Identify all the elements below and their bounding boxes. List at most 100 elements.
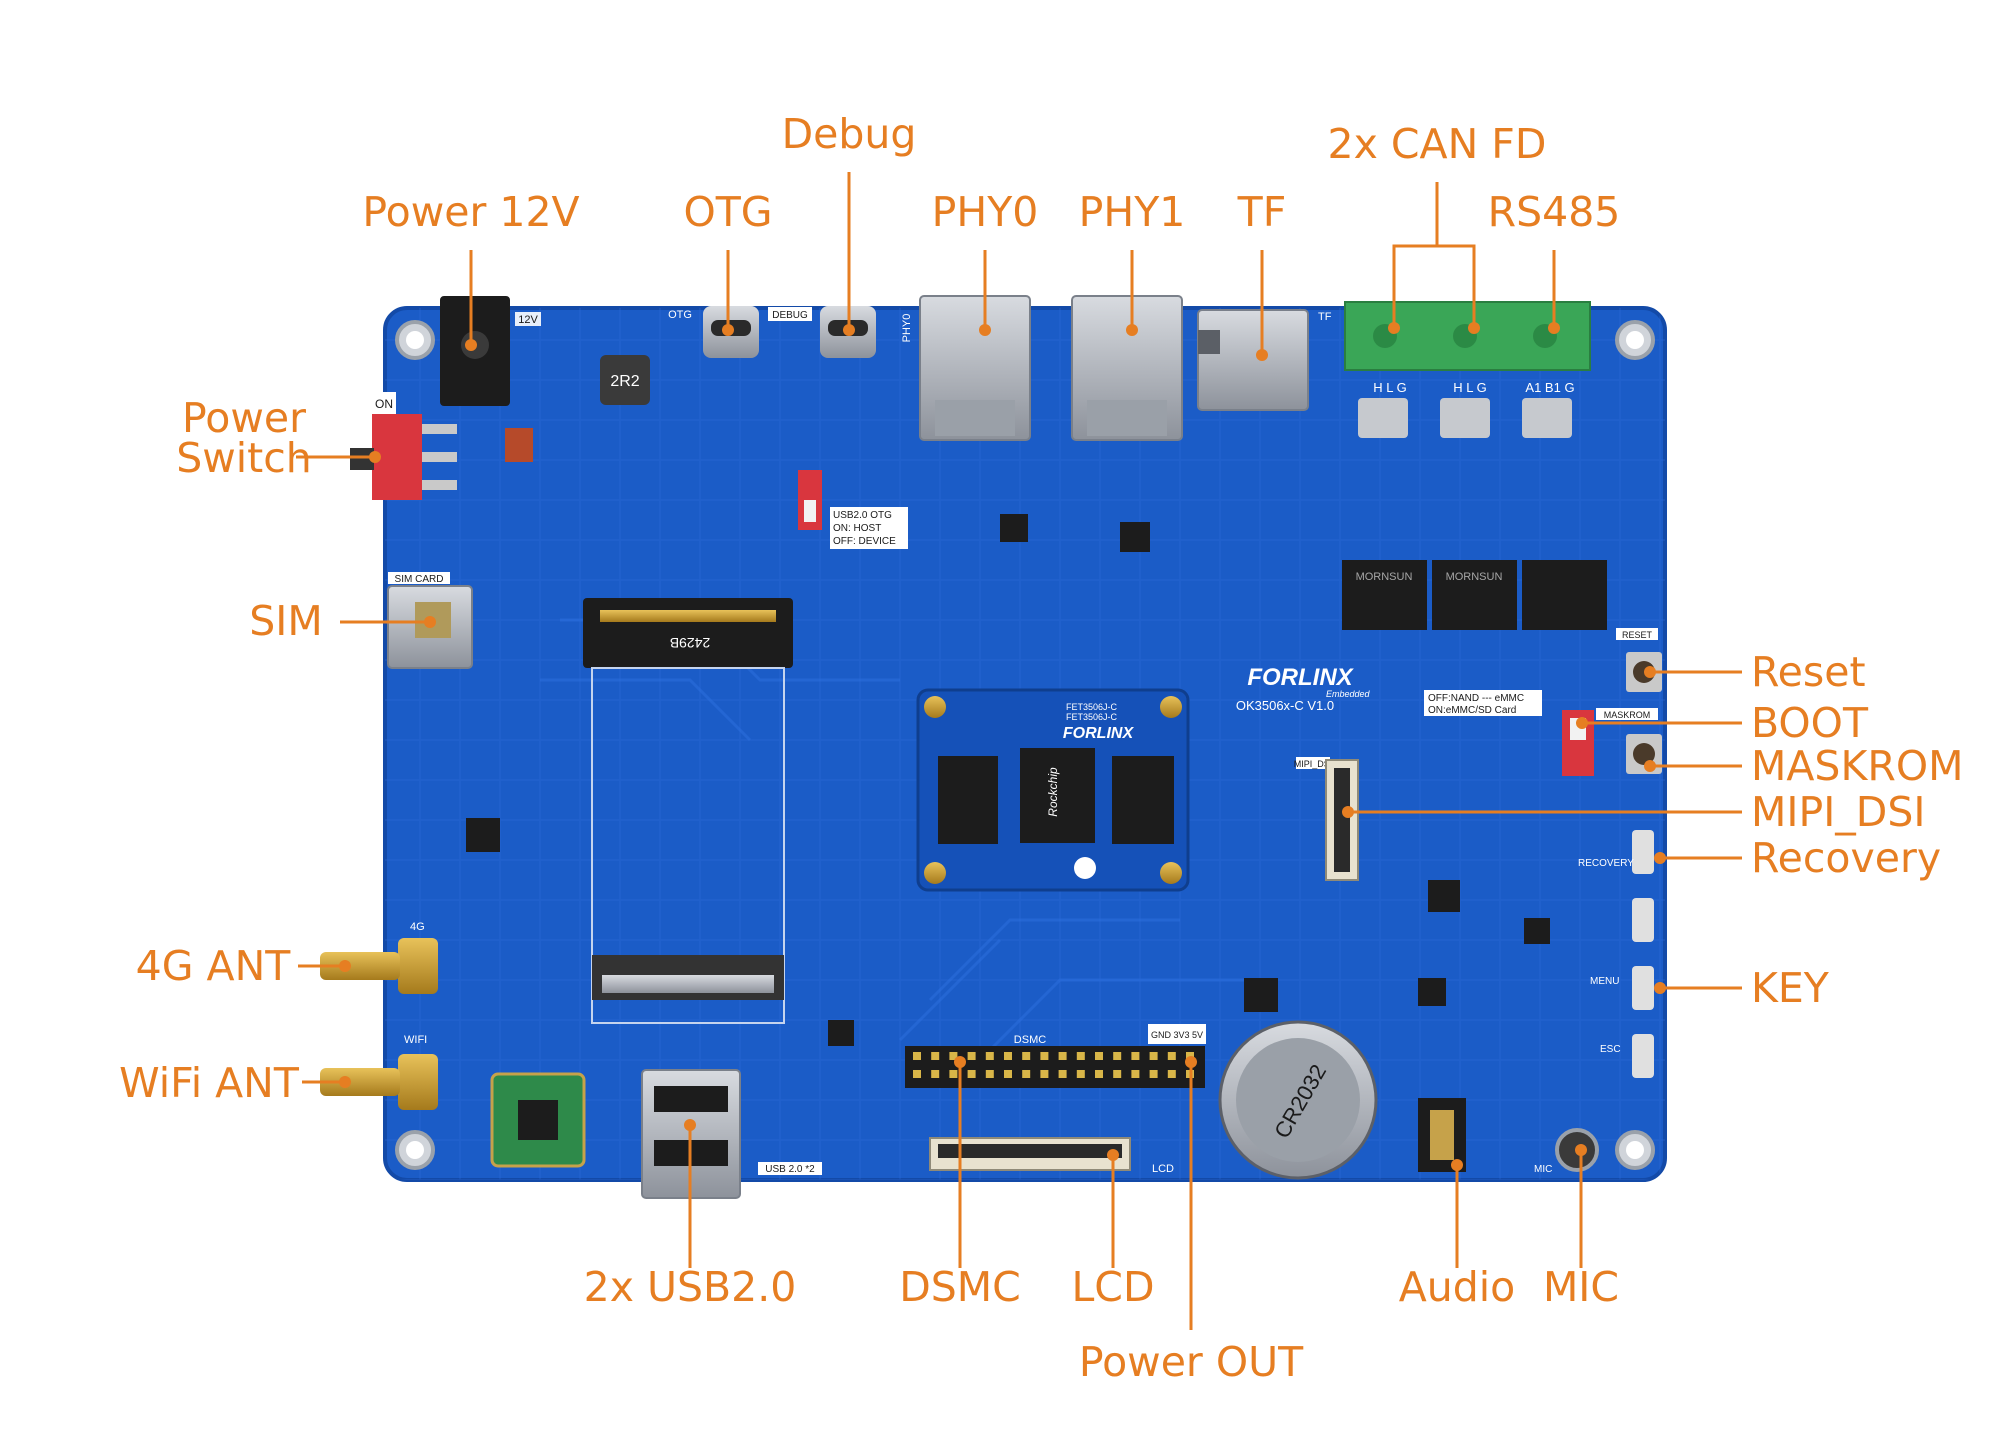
leader-4g-ant-dot [339,960,351,972]
silk-rockchip: Rockchip [1046,767,1060,817]
silk-2r2: 2R2 [610,373,639,390]
silk-usb2: USB 2.0 *2 [765,1164,815,1175]
callout-wifi-ant: WiFi ANT [119,1059,300,1107]
callout-otg: OTG [683,188,772,236]
silk-som-model-1: FET3506J-C [1066,702,1118,712]
leader-can-fd-2-dot [1468,322,1480,334]
isolated-transceivers: MORNSUN MORNSUN [1342,560,1607,630]
callout-sim: SIM [249,597,323,645]
silk-boot-off: OFF:NAND --- eMMC [1428,693,1524,704]
leader-mipi-dsi-dot [1342,806,1354,818]
misc-chips [466,428,1550,1046]
leader-recovery-dot [1654,852,1666,864]
leader-usb2-dot [684,1119,696,1131]
callout-power-12v: Power 12V [362,188,579,236]
silk-can-hlg-2: H L G [1453,380,1486,395]
header-pin [985,1052,994,1060]
silk-lcd: LCD [1152,1163,1174,1175]
callout-tf: TF [1237,188,1287,236]
header-pin [1095,1052,1103,1060]
callout-power-out: Power OUT [1079,1338,1304,1386]
silk-mipi-dsi: MIPI_DSI [1294,759,1333,769]
silk-can-hlg-1: H L G [1373,380,1406,395]
callout-boot: BOOT [1751,699,1869,747]
header-pin [1113,1070,1122,1078]
callout-audio: Audio [1399,1263,1516,1311]
header-pin [1058,1070,1067,1078]
silk-mornsun-2: MORNSUN [1446,571,1503,583]
silk-debug: DEBUG [772,310,808,321]
callout-4g-ant: 4G ANT [136,942,292,990]
silk-som-model-2: FET3506J-C [1066,712,1118,722]
sma-wifi: WIFI [320,1034,438,1110]
callout-phy0: PHY0 [932,188,1039,236]
silk-recovery: RECOVERY [1578,858,1634,869]
leader-power-12v-dot [465,339,477,351]
callout-reset: Reset [1751,648,1866,696]
header-pin [1076,1070,1085,1078]
callout-dsmc: DSMC [899,1263,1021,1311]
header-pin [1040,1070,1049,1078]
header-pin [949,1070,958,1078]
header-pin [1186,1052,1194,1060]
leader-phy0-dot [979,324,991,336]
callout-lcd: LCD [1071,1263,1154,1311]
terminal-block: H L G H L G A1 B1 G [1344,301,1591,438]
silk-model: OK3506x-C V1.0 [1236,698,1334,713]
callout-rs485: RS485 [1488,188,1621,236]
silk-boot-on: ON:eMMC/SD Card [1428,705,1516,716]
header-pin [1095,1070,1103,1078]
header-pin [967,1052,976,1060]
leader-wifi-ant-dot [339,1076,351,1088]
leader-phy1-dot [1126,324,1138,336]
leader-power-out-dot [1185,1056,1197,1068]
silk-sim-card: SIM CARD [395,574,444,585]
leader-lcd-dot [1107,1149,1119,1161]
callout-recovery: Recovery [1751,834,1941,882]
header-pin [1004,1070,1012,1078]
header-pin [1167,1070,1176,1078]
tf-card-slot: TF [1197,309,1332,411]
leader-sim-dot [424,616,436,628]
dsmc-header: DSMC GND 3V3 5V [905,1024,1206,1088]
silk-brand: FORLINX [1247,664,1354,691]
callout-mic: MIC [1543,1263,1619,1311]
silk-esc: ESC [1600,1044,1621,1055]
silk-4g: 4G [410,921,425,933]
header-pin [1167,1052,1176,1060]
header-pin [1113,1052,1122,1060]
board-logo: FORLINX Embedded OK3506x-C V1.0 [1236,664,1371,713]
silk-gnd-3v3-5v: GND 3V3 5V [1151,1030,1203,1040]
callout-power-switch-1: Power [182,394,306,442]
leader-maskrom-dot [1644,760,1656,772]
wifi-module [490,1072,586,1168]
header-pin [931,1052,940,1060]
power-switch: ON [350,392,457,500]
callout-can-fd: 2x CAN FD [1328,120,1547,168]
inductor-2r2: 2R2 [600,355,650,405]
silk-som-brand: FORLINX [1063,725,1135,742]
silk-12v: 12V [518,314,538,326]
silk-mornsun-1: MORNSUN [1356,571,1413,583]
som-core-board: Rockchip FORLINX FET3506J-C FET3506J-C [916,688,1190,892]
silk-usb-otg-on: ON: HOST [833,523,881,534]
silk-menu: MENU [1590,976,1619,987]
phy0-rj45: PHY0 [901,295,1031,441]
silk-wifi: WIFI [404,1034,427,1046]
header-pin [1076,1052,1085,1060]
callout-usb2: 2x USB2.0 [584,1263,797,1311]
silk-reset: RESET [1622,630,1653,640]
m2-slot: 2429B [583,598,793,1024]
silk-tf: TF [1318,311,1332,323]
header-pin [1022,1052,1031,1060]
header-pin [1149,1052,1158,1060]
header-pin [913,1052,921,1060]
header-pin [1004,1052,1012,1060]
callout-power-switch-2: Switch [176,434,312,482]
header-pin [931,1070,940,1078]
silk-usb-otg-off: OFF: DEVICE [833,536,896,547]
header-pin [1058,1052,1067,1060]
